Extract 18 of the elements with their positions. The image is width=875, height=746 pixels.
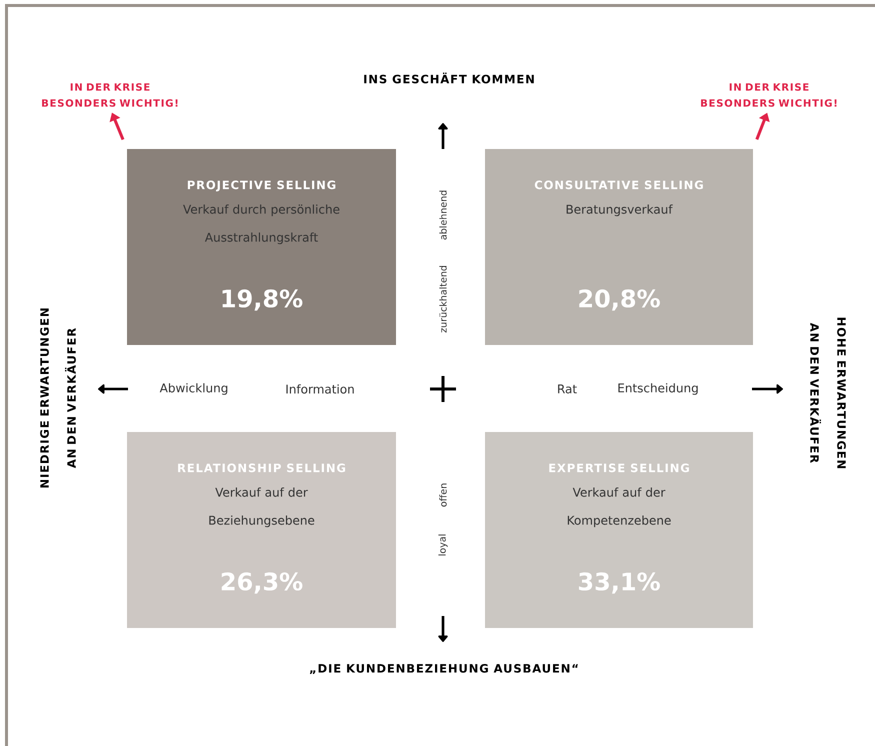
axis-label: „DIE KUNDENBEZIEHUNG AUSBAUEN“ xyxy=(310,664,578,674)
callout-text: IN DER KRISE BESONDERS WICHTIG! xyxy=(701,83,836,107)
axis-label: Information xyxy=(286,384,354,394)
quadrant-box: CONSULTATIVE SELLING Beratungsverkauf 20,8% xyxy=(485,149,753,345)
axis-label: INS GESCHÄFT KOMMEN xyxy=(364,72,534,84)
axis-label: loyal xyxy=(438,534,448,556)
axis-label: Abwicklung xyxy=(160,383,228,395)
axis-label: Rat xyxy=(558,384,577,394)
axis-label: HOHE ERWARTUNGEN AN DEN VERKÄUFER xyxy=(810,318,846,468)
quadrant-box: EXPERTISE SELLING Verkauf auf der Kompetenzebene 33,1% xyxy=(485,432,753,628)
axis-label: zurückhaltend xyxy=(439,266,447,332)
axis-label: offen xyxy=(439,484,447,507)
quadrant-box: RELATIONSHIP SELLING Verkauf auf der Beziehungsebene 26,3% xyxy=(127,432,396,628)
callout-text: IN DER KRISE BESONDERS WICHTIG! xyxy=(42,83,178,107)
axis-label: Entscheidung xyxy=(618,383,698,395)
quadrant-box: PROJECTIVE SELLING Verkauf durch persönliche Ausstrahlungskraft 19,8% xyxy=(127,149,396,345)
axis-label: ablehnend xyxy=(439,190,447,240)
axis-label: NIEDRIGE ERWARTUNGEN AN DEN VERKÄUFER xyxy=(40,308,76,488)
